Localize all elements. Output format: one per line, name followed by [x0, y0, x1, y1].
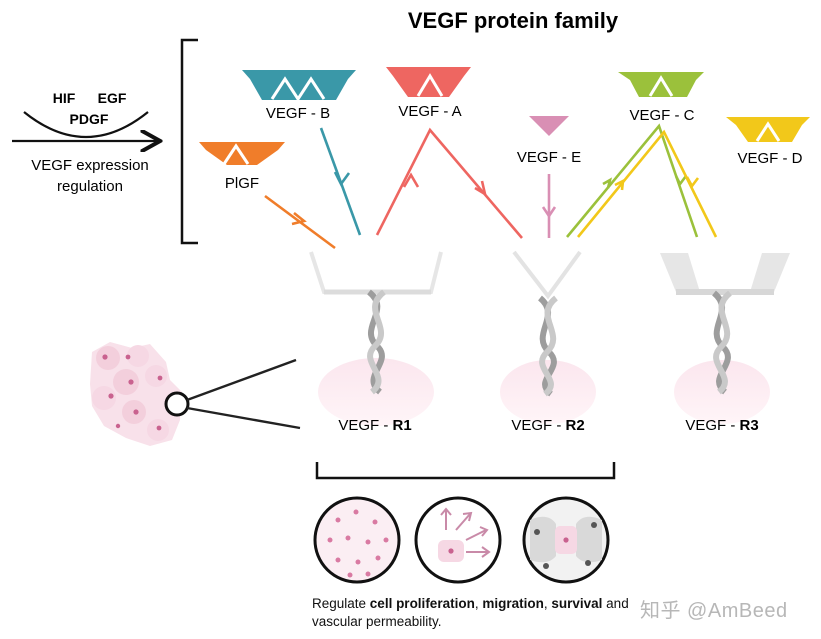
- receptor-r2: VEGF - R2: [500, 250, 596, 434]
- factor-hif: HIF: [53, 90, 76, 106]
- factor-pdgf: PDGF: [70, 111, 109, 127]
- arrowhead-vegfa-left: [402, 172, 420, 188]
- binding-line-vegfc: [565, 123, 699, 238]
- caption-survival: survival: [551, 596, 603, 611]
- arrowhead-vegfa-right: [474, 180, 487, 197]
- ligand-plgf: PlGF: [199, 142, 285, 192]
- caption-migration: migration: [482, 596, 544, 611]
- ligand-label-vegf-b: VEGF - B: [266, 105, 330, 122]
- receptor-label-r2: VEGF - R2: [511, 417, 584, 434]
- binding-lines: [264, 123, 718, 250]
- ligand-label-vegf-d: VEGF - D: [737, 150, 802, 167]
- arrowhead-vegfe: [541, 206, 557, 219]
- ligand-vegf-d: VEGF - D: [726, 117, 810, 167]
- effects-caption: Regulate cell proliferation, migration, …: [312, 596, 629, 629]
- effect-migration: [414, 496, 502, 584]
- regulation-curve: [23, 111, 149, 138]
- effect-survival: [522, 496, 610, 584]
- ligand-bracket: [180, 38, 198, 245]
- ligand-label-vegf-a: VEGF - A: [398, 103, 461, 120]
- binding-line-vegfd: [576, 129, 718, 238]
- ligand-label-plgf: PlGF: [225, 175, 259, 192]
- diagram-title: VEGF protein family: [408, 8, 619, 33]
- ligand-vegf-c: VEGF - C: [618, 72, 704, 124]
- effects-bracket: [315, 462, 616, 480]
- arrowhead-vegfc-right: [674, 175, 688, 187]
- receptor-r1: VEGF - R1: [309, 251, 443, 434]
- expression-regulation: HIF EGF PDGF VEGF expression regulation: [12, 90, 158, 195]
- regulation-label-line2: regulation: [57, 178, 123, 195]
- ligand-label-vegf-e: VEGF - E: [517, 149, 581, 166]
- ligand-vegf-e: VEGF - E: [517, 116, 581, 166]
- ligand-label-vegf-c: VEGF - C: [629, 107, 694, 124]
- arrowhead-vegfc-left: [602, 177, 613, 189]
- binding-line-vegfa: [375, 127, 523, 239]
- receptor-r3: VEGF - R3: [660, 253, 790, 434]
- ligand-vegf-b: VEGF - B: [242, 70, 356, 122]
- factor-egf: EGF: [98, 90, 127, 106]
- arrowhead-plgf: [291, 211, 307, 226]
- watermark: 知乎 @AmBeed: [640, 600, 788, 622]
- receptor-label-r1: VEGF - R1: [338, 417, 411, 434]
- arrowhead-vegfb: [333, 171, 351, 187]
- receptor-label-r3: VEGF - R3: [685, 417, 758, 434]
- cell-cluster: [90, 342, 301, 446]
- caption-proliferation: cell proliferation: [369, 596, 475, 611]
- regulation-label-line1: VEGF expression: [31, 157, 149, 174]
- arrowhead-vegfd-right: [685, 176, 700, 189]
- ligand-vegf-a: VEGF - A: [386, 67, 471, 120]
- effect-proliferation: [313, 496, 401, 584]
- arrowhead-vegfd-left: [614, 178, 625, 191]
